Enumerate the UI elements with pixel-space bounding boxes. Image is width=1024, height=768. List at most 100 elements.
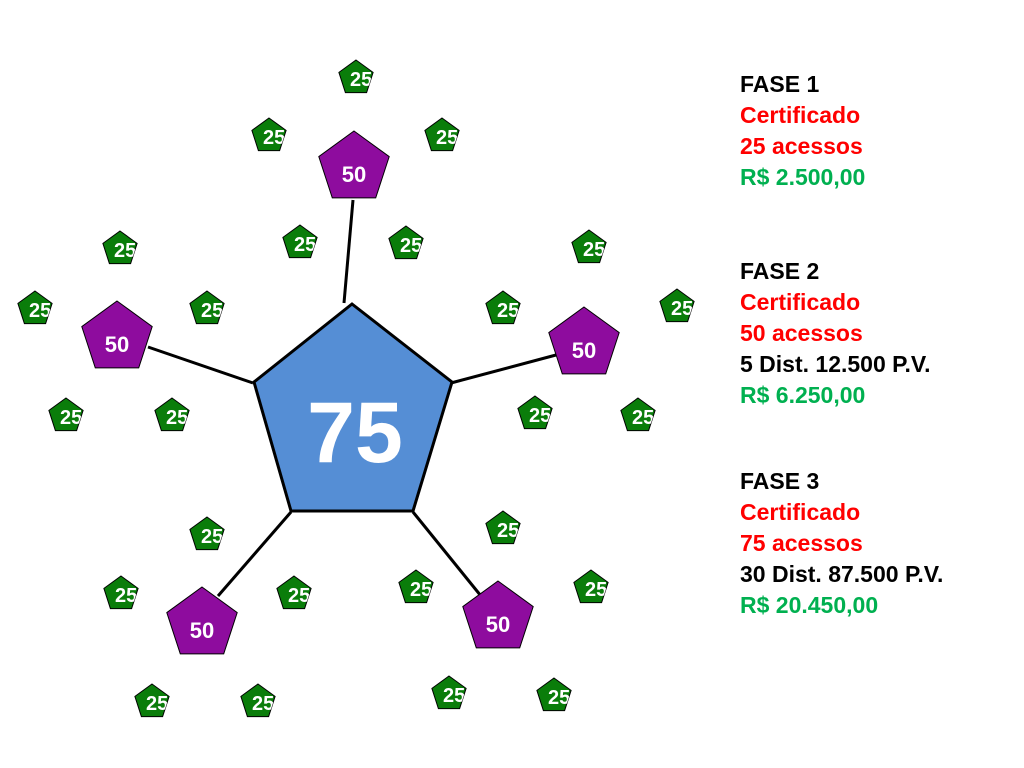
connector-line bbox=[450, 353, 557, 385]
small-pentagon bbox=[338, 59, 374, 94]
small-node: 25 bbox=[431, 675, 467, 710]
mid-node-label: 50 bbox=[486, 612, 510, 637]
small-pentagon bbox=[485, 290, 521, 325]
center-node-label: 75 bbox=[307, 385, 403, 481]
small-node-label: 25 bbox=[585, 579, 607, 601]
small-node-label: 25 bbox=[263, 127, 285, 149]
mid-node: 50 bbox=[462, 580, 534, 649]
small-node-label: 25 bbox=[529, 405, 551, 427]
small-node-label: 25 bbox=[548, 687, 570, 709]
phase-1-block: FASE 1 Certificado 25 acessos R$ 2.500,0… bbox=[740, 69, 1020, 193]
small-node: 25 bbox=[517, 395, 553, 430]
small-node: 25 bbox=[485, 510, 521, 545]
small-node: 25 bbox=[102, 230, 138, 265]
small-node: 25 bbox=[424, 117, 460, 152]
small-pentagon bbox=[659, 288, 695, 323]
connector-line bbox=[411, 511, 483, 597]
small-node: 25 bbox=[240, 683, 276, 718]
phase-1-certificate: Certificado bbox=[740, 102, 861, 128]
connector-line bbox=[147, 345, 254, 385]
mid-node: 50 bbox=[548, 306, 620, 375]
mid-node: 50 bbox=[81, 300, 153, 369]
connector-lines bbox=[147, 199, 557, 597]
small-pentagon bbox=[251, 117, 287, 152]
small-node: 25 bbox=[485, 290, 521, 325]
small-node: 25 bbox=[251, 117, 287, 152]
small-node-label: 25 bbox=[436, 127, 458, 149]
small-pentagon bbox=[134, 683, 170, 718]
phase-3-distributors: 30 Dist. 87.500 P.V. bbox=[740, 561, 944, 587]
mid-node: 50 bbox=[318, 130, 390, 199]
mid-pentagon bbox=[166, 586, 238, 655]
small-node-label: 25 bbox=[115, 585, 137, 607]
phase-1-access-count: 25 acessos bbox=[740, 133, 863, 159]
small-node: 25 bbox=[659, 288, 695, 323]
small-node-label: 25 bbox=[288, 585, 310, 607]
phase-2-value: R$ 6.250,00 bbox=[740, 382, 866, 408]
phase-3-block: FASE 3 Certificado 75 acessos 30 Dist. 8… bbox=[740, 466, 1020, 621]
phase-3-title: FASE 3 bbox=[740, 468, 820, 494]
small-node-label: 25 bbox=[294, 234, 316, 256]
small-node: 25 bbox=[571, 229, 607, 264]
small-node-label: 25 bbox=[166, 407, 188, 429]
small-pentagon bbox=[536, 677, 572, 712]
small-pentagon bbox=[485, 510, 521, 545]
small-node: 25 bbox=[17, 290, 53, 325]
small-node-label: 25 bbox=[252, 693, 274, 715]
small-node: 25 bbox=[573, 569, 609, 604]
small-node: 25 bbox=[338, 59, 374, 94]
connector-line bbox=[216, 511, 293, 597]
small-pentagon bbox=[517, 395, 553, 430]
small-pentagon bbox=[571, 229, 607, 264]
small-node: 25 bbox=[282, 224, 318, 259]
small-pentagon bbox=[282, 224, 318, 259]
small-node-label: 25 bbox=[632, 407, 654, 429]
small-pentagon bbox=[154, 397, 190, 432]
small-node-label: 25 bbox=[29, 300, 51, 322]
small-node: 25 bbox=[620, 397, 656, 432]
small-node-label: 25 bbox=[671, 298, 693, 320]
phase-2-access-count: 50 acessos bbox=[740, 320, 863, 346]
mid-nodes: 50 50 50 50 50 bbox=[81, 130, 620, 655]
small-pentagon bbox=[48, 397, 84, 432]
connector-line bbox=[342, 199, 355, 304]
phase-1-title: FASE 1 bbox=[740, 71, 820, 97]
small-node-label: 25 bbox=[443, 685, 465, 707]
small-pentagon bbox=[189, 516, 225, 551]
mid-node-label: 50 bbox=[572, 338, 596, 363]
small-pentagon bbox=[240, 683, 276, 718]
mid-node-label: 50 bbox=[342, 162, 366, 187]
small-pentagon bbox=[388, 225, 424, 260]
small-node-label: 25 bbox=[114, 240, 136, 262]
small-node-label: 25 bbox=[583, 239, 605, 261]
small-node: 25 bbox=[276, 575, 312, 610]
small-node-label: 25 bbox=[410, 579, 432, 601]
small-pentagon bbox=[431, 675, 467, 710]
mid-node-label: 50 bbox=[190, 618, 214, 643]
small-pentagon bbox=[620, 397, 656, 432]
mid-pentagon bbox=[462, 580, 534, 649]
small-nodes: 25 25 25 25 25 25 25 25 25 25 25 25 25 25 25 25 25 25 25 25… bbox=[17, 59, 695, 718]
small-node: 25 bbox=[154, 397, 190, 432]
phase-2-title: FASE 2 bbox=[740, 258, 820, 284]
center-node: 75 bbox=[252, 302, 454, 513]
small-node: 25 bbox=[48, 397, 84, 432]
small-pentagon bbox=[189, 290, 225, 325]
mid-node: 50 bbox=[166, 586, 238, 655]
phase-1-value: R$ 2.500,00 bbox=[740, 164, 866, 190]
small-node-label: 25 bbox=[201, 526, 223, 548]
small-node: 25 bbox=[398, 569, 434, 604]
mid-node-label: 50 bbox=[105, 332, 129, 357]
small-node: 25 bbox=[103, 575, 139, 610]
small-node-label: 25 bbox=[350, 69, 372, 91]
small-pentagon bbox=[17, 290, 53, 325]
phase-3-certificate: Certificado bbox=[740, 499, 861, 525]
small-node-label: 25 bbox=[201, 300, 223, 322]
small-node-label: 25 bbox=[60, 407, 82, 429]
small-node: 25 bbox=[189, 516, 225, 551]
mid-pentagon bbox=[548, 306, 620, 375]
small-pentagon bbox=[276, 575, 312, 610]
small-node-label: 25 bbox=[400, 235, 422, 257]
center-pentagon bbox=[252, 302, 454, 513]
